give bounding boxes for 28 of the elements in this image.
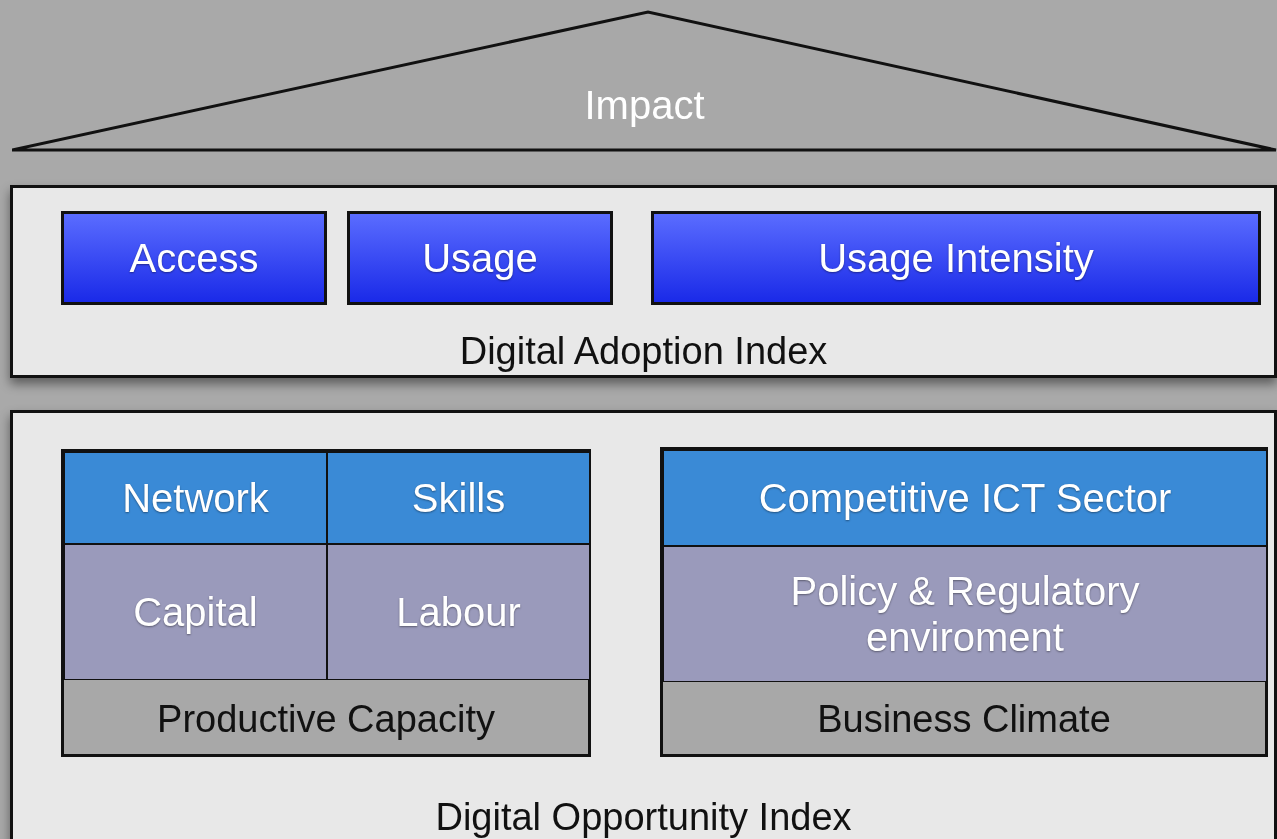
index-title: Business Climate: [816, 697, 1112, 743]
component-label: Network: [121, 475, 270, 522]
factor-cell: [327, 544, 590, 680]
index-panel: [10, 185, 1277, 378]
component-label: Skills: [410, 475, 507, 522]
component-label: Labour: [395, 589, 522, 636]
component-label: Capital: [132, 589, 259, 636]
pillar-box: [660, 447, 1268, 757]
index-title: Productive Capacity: [156, 697, 496, 743]
index-title: Digital Adoption Index: [458, 329, 829, 375]
component-label: Usage: [421, 235, 539, 282]
index-title: Digital Opportunity Index: [434, 795, 853, 839]
roof-label: Impact: [583, 81, 706, 129]
component-label: Competitive ICT Sector: [757, 475, 1173, 522]
index-panel: [10, 410, 1277, 839]
component-box: [347, 211, 613, 305]
factor-cell: [64, 544, 327, 680]
component-box: [651, 211, 1261, 305]
component-box: [61, 211, 327, 305]
factor-cell: [663, 546, 1267, 682]
component-label: Usage Intensity: [817, 235, 1095, 282]
roof-shape: [12, 10, 1277, 152]
pillar-box: [61, 449, 591, 757]
component-cell: [327, 452, 590, 544]
component-label: Policy & Regulatory enviroment: [789, 568, 1141, 661]
component-label: Access: [128, 235, 260, 282]
component-cell: [663, 450, 1267, 546]
component-cell: [64, 452, 327, 544]
